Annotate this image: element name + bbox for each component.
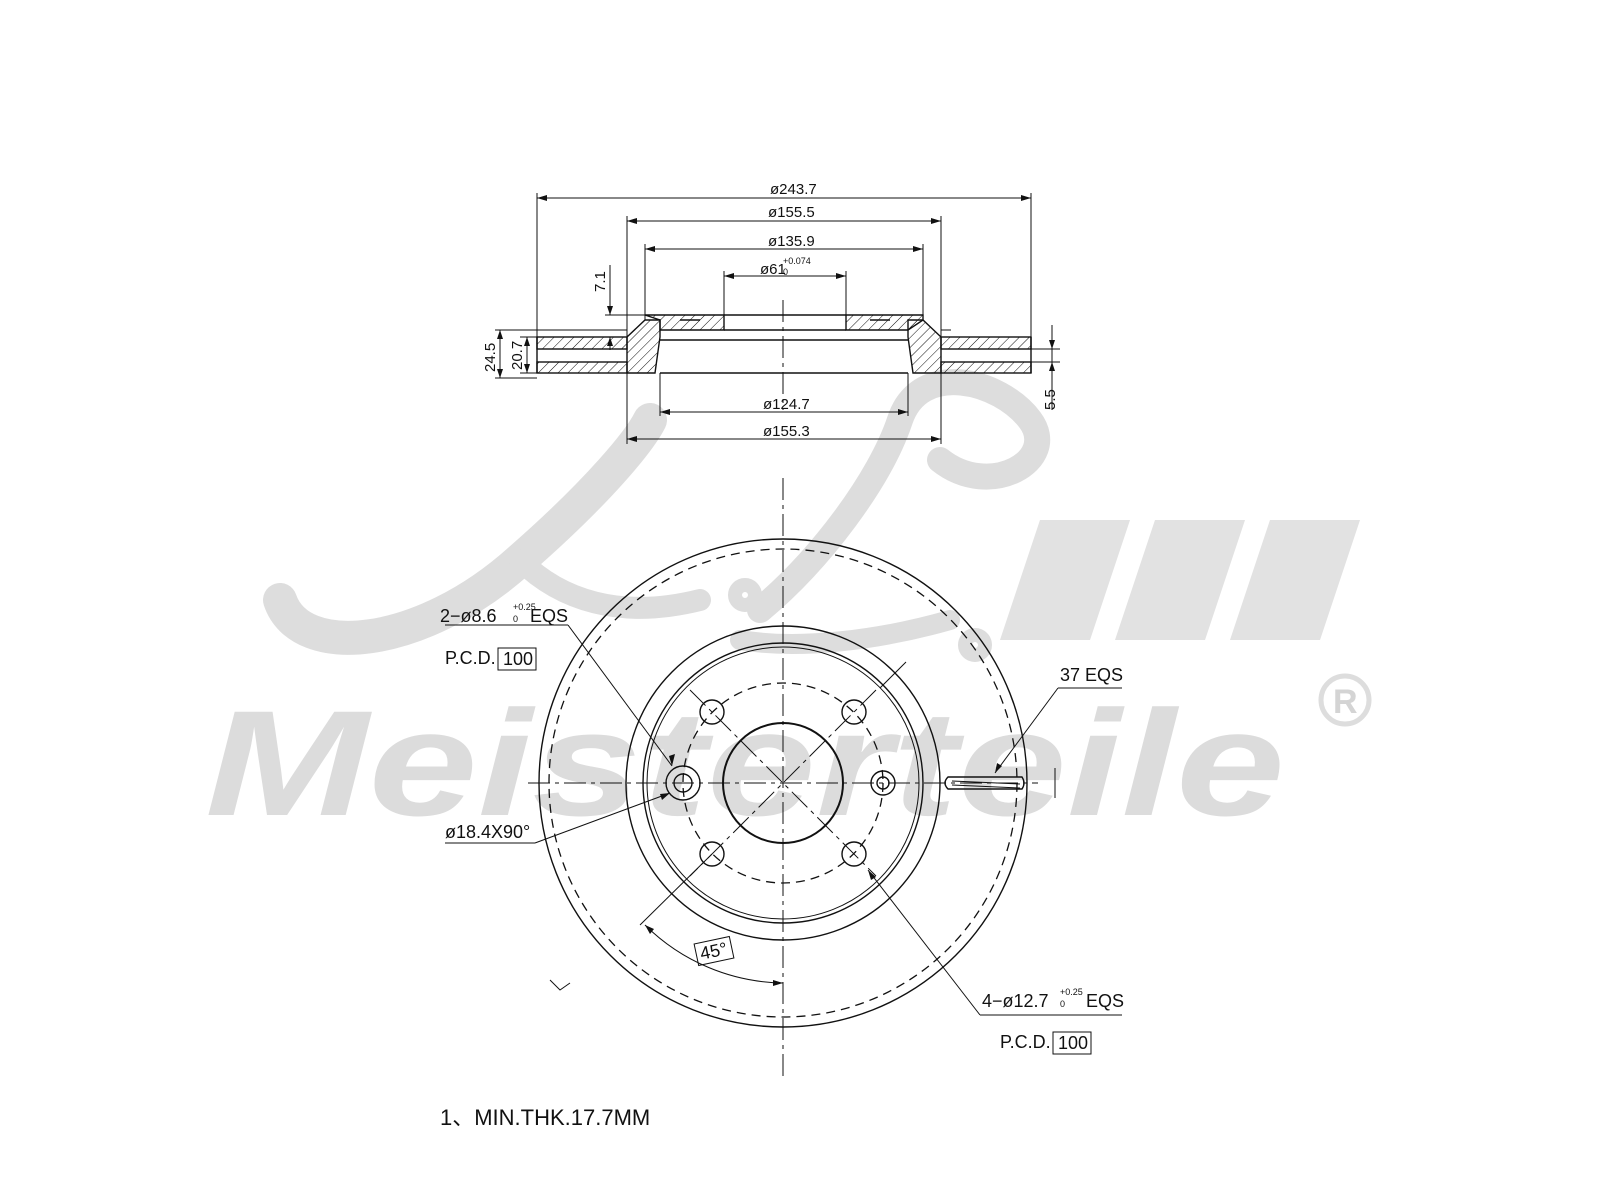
hat-outer-edge [625, 625, 941, 941]
bolt-hole [841, 841, 867, 867]
dim-155-5: ø155.5 [768, 204, 815, 221]
dim-155-3: ø155.3 [763, 423, 810, 440]
locating-holes [665, 765, 896, 801]
label-chamfer: ø18.4X90° [445, 822, 530, 842]
left-hat-top [644, 314, 725, 331]
dim-124-7: ø124.7 [763, 396, 810, 413]
label-small-holes-tol-lower: 0 [513, 614, 518, 624]
right-hat-wall [907, 319, 942, 374]
label-small-holes: 2−ø8.6 [440, 606, 497, 626]
dim-bore: ø61 [760, 261, 786, 278]
dim-hat-thk: 7.1 [592, 271, 609, 292]
watermark-initials-logo [263, 369, 1051, 662]
watermark-brand: Meisterteile [205, 679, 1285, 847]
locating-hole [673, 773, 693, 793]
bolt-hole [841, 699, 867, 725]
label-bolt-holes: 4−ø12.7 [982, 991, 1049, 1011]
label-pcd: P.C.D. [445, 648, 496, 668]
section-view: ø243.7 ø155.5 ø135.9 ø61 +0.074 0 7.1 24… [482, 181, 1060, 444]
dim-total-height: 24.5 [482, 343, 499, 372]
bolt-hole [699, 841, 725, 867]
label-bolt-holes-tol-lower: 0 [1060, 999, 1065, 1009]
label-bolt-holes-eqs: EQS [1086, 991, 1124, 1011]
locating-hole-chamfer [870, 770, 896, 796]
locating-hole-chamfer [665, 765, 701, 801]
center-bore [722, 722, 844, 844]
dim-bore-tol-lower: 0 [783, 267, 788, 277]
label-small-holes-tol-upper: +0.25 [513, 602, 536, 612]
bolt-pcd-box [1052, 1031, 1092, 1055]
label-vents: 37 EQS [1060, 665, 1123, 685]
disc-outer-dashed [548, 548, 1018, 1018]
watermark: Meisterteile R [205, 369, 1372, 847]
dim-offset: 5.5 [1042, 389, 1059, 410]
label-bolt-pcd: P.C.D. [1000, 1032, 1051, 1052]
label-small-holes-eqs: EQS [530, 606, 568, 626]
bolt-hole [699, 699, 725, 725]
pcd-circle [682, 682, 884, 884]
registered-circle [1318, 673, 1372, 727]
watermark-stripes-logo [1000, 520, 1360, 640]
tick-mark [549, 979, 571, 991]
front-view: 2−ø8.6 +0.25 0 EQS P.C.D. 100 ø18.4X90° … [440, 478, 1124, 1078]
right-outer-plate [940, 336, 1032, 350]
hat-inner [646, 646, 920, 920]
note-min-thickness: 1、MIN.THK.17.7MM [440, 1105, 650, 1130]
left-outer-plate [536, 336, 628, 350]
label-pcd-value: 100 [503, 649, 533, 669]
vent-slot [944, 776, 1025, 790]
pcd-box [497, 647, 537, 671]
bolt-holes [699, 699, 867, 867]
dim-disc-thk: 20.7 [509, 341, 526, 370]
left-hat-wall [626, 319, 661, 374]
registered-mark: R [1333, 683, 1358, 721]
label-bolt-holes-tol-upper: +0.25 [1060, 987, 1083, 997]
dim-135-9: ø135.9 [768, 233, 815, 250]
angle-box [693, 935, 735, 967]
locating-hole [876, 776, 890, 790]
hat-wall [642, 642, 924, 924]
dim-bore-tol-upper: +0.074 [783, 256, 811, 266]
right-inner-plate [940, 361, 1032, 374]
label-bolt-pcd-value: 100 [1058, 1033, 1088, 1053]
dim-outer-dia: ø243.7 [770, 181, 817, 198]
angle-arc [644, 924, 784, 984]
left-inner-plate [536, 361, 628, 374]
disc-outer-edge [538, 538, 1028, 1028]
